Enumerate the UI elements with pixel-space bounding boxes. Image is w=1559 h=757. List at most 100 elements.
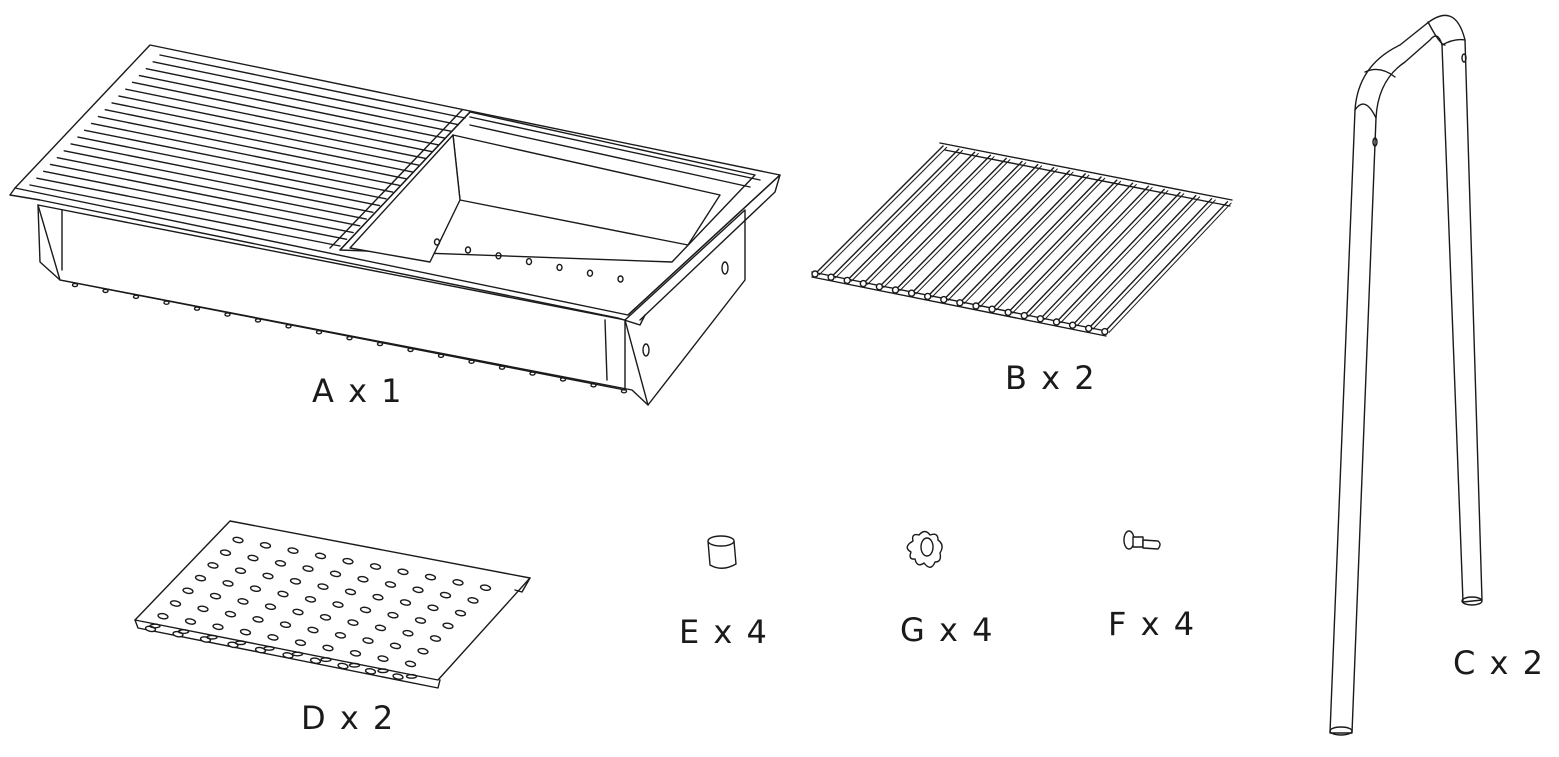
plate-edge-hole bbox=[320, 657, 332, 663]
plate-hole bbox=[439, 591, 452, 599]
vent-hole bbox=[556, 263, 563, 272]
grate-rod bbox=[910, 163, 1039, 294]
grill-bar bbox=[56, 156, 368, 220]
grate-rod bbox=[943, 170, 1071, 301]
vent-hole bbox=[437, 353, 445, 359]
plate-hole bbox=[384, 581, 397, 588]
plate-hole bbox=[259, 541, 272, 549]
plate-hole bbox=[329, 570, 342, 578]
plate-edge-hole bbox=[377, 668, 389, 674]
grate-rod-edge bbox=[979, 177, 1106, 308]
plate-hole bbox=[332, 601, 344, 608]
vent-hole bbox=[559, 377, 567, 382]
grill-bar bbox=[111, 102, 420, 166]
grate-rod bbox=[830, 148, 960, 278]
grate-rod bbox=[1039, 188, 1165, 320]
plate-hole bbox=[157, 612, 169, 620]
grate-rod bbox=[1104, 201, 1229, 333]
plate-hole bbox=[414, 617, 427, 624]
plate-edge-hole bbox=[263, 645, 275, 651]
plate-hole bbox=[309, 657, 322, 665]
grill-bar bbox=[70, 143, 381, 207]
rod-end bbox=[811, 270, 819, 278]
vent-hole bbox=[132, 294, 140, 300]
rod-end bbox=[988, 305, 996, 313]
grate-rod-edge bbox=[850, 152, 979, 282]
plate-hole bbox=[334, 631, 347, 639]
grate-rod bbox=[927, 166, 1055, 298]
grate-rod-edge bbox=[1060, 193, 1185, 324]
grate-rod-edge bbox=[995, 180, 1122, 311]
plate-hole bbox=[274, 559, 287, 567]
plate-hole bbox=[342, 557, 354, 565]
plate-hole bbox=[364, 667, 377, 675]
plate-hole bbox=[289, 577, 302, 585]
plate-hole bbox=[267, 634, 279, 641]
vent-hole bbox=[620, 388, 628, 394]
plate-hole bbox=[377, 655, 389, 662]
plate-hole bbox=[454, 609, 467, 617]
grate-rod-edge bbox=[899, 162, 1027, 292]
plate-hole bbox=[307, 626, 319, 634]
plate-hole bbox=[277, 590, 289, 598]
plate-edge-hole bbox=[149, 623, 161, 629]
grill-bar bbox=[118, 95, 427, 160]
plate-hole bbox=[479, 584, 492, 592]
plate-hole bbox=[254, 646, 267, 654]
plate-hole bbox=[239, 628, 252, 636]
plate-hole bbox=[359, 606, 372, 614]
grill-bar bbox=[145, 67, 453, 133]
grate-rod-edge bbox=[883, 159, 1011, 289]
grate-rod-edge bbox=[834, 149, 964, 279]
grill-bar bbox=[42, 170, 354, 234]
plate-hole bbox=[392, 673, 404, 680]
grill-bar bbox=[84, 129, 394, 193]
grill-bar bbox=[77, 136, 387, 200]
plate-edge-hole bbox=[206, 634, 218, 640]
grate-rod-edge bbox=[866, 155, 995, 285]
vent-hole bbox=[525, 257, 533, 266]
plate-hole bbox=[222, 580, 234, 587]
plate-hole bbox=[224, 610, 237, 618]
vent-hole bbox=[71, 282, 79, 288]
grill-bar bbox=[90, 122, 400, 187]
plate-hole bbox=[369, 563, 382, 570]
plate-hole bbox=[262, 572, 274, 580]
plate-hole bbox=[317, 583, 329, 590]
part-f-bolt bbox=[1123, 530, 1161, 550]
rod-end bbox=[1052, 318, 1061, 326]
plate-hole bbox=[424, 573, 437, 581]
plate-hole bbox=[302, 565, 314, 572]
grill-bar bbox=[63, 150, 374, 214]
plate-hole bbox=[322, 644, 334, 652]
grate-rod-edge bbox=[818, 146, 948, 276]
plate-hole bbox=[207, 562, 219, 569]
label-part-b: B x 2 bbox=[1005, 359, 1097, 397]
plate-hole bbox=[209, 592, 222, 600]
plate-hole bbox=[294, 639, 307, 647]
rod-end bbox=[1004, 308, 1012, 317]
plate-hole bbox=[452, 579, 464, 586]
vent-hole bbox=[254, 318, 262, 323]
vent-hole bbox=[193, 306, 201, 311]
vent-hole bbox=[617, 275, 624, 283]
plate-hole bbox=[182, 587, 194, 595]
rod-end bbox=[1101, 327, 1109, 336]
plate-hole bbox=[314, 552, 327, 560]
rod-end bbox=[1036, 315, 1045, 323]
plate-hole bbox=[429, 635, 442, 642]
rod-end bbox=[924, 292, 932, 301]
part-d-charcoal-plate bbox=[134, 520, 531, 689]
grate-rod-edge bbox=[1108, 202, 1232, 333]
plate-hole bbox=[344, 588, 357, 596]
plate-hole bbox=[252, 616, 264, 623]
part-c-tube-leg bbox=[1329, 14, 1483, 736]
grate-rod bbox=[878, 157, 1007, 288]
grill-bar bbox=[29, 184, 341, 247]
plate-hole bbox=[247, 554, 259, 562]
vent-hole bbox=[376, 341, 384, 347]
plate-hole bbox=[249, 585, 262, 593]
vent-hole bbox=[102, 288, 109, 294]
plate-hole bbox=[287, 547, 299, 554]
rod-end bbox=[1068, 321, 1077, 329]
